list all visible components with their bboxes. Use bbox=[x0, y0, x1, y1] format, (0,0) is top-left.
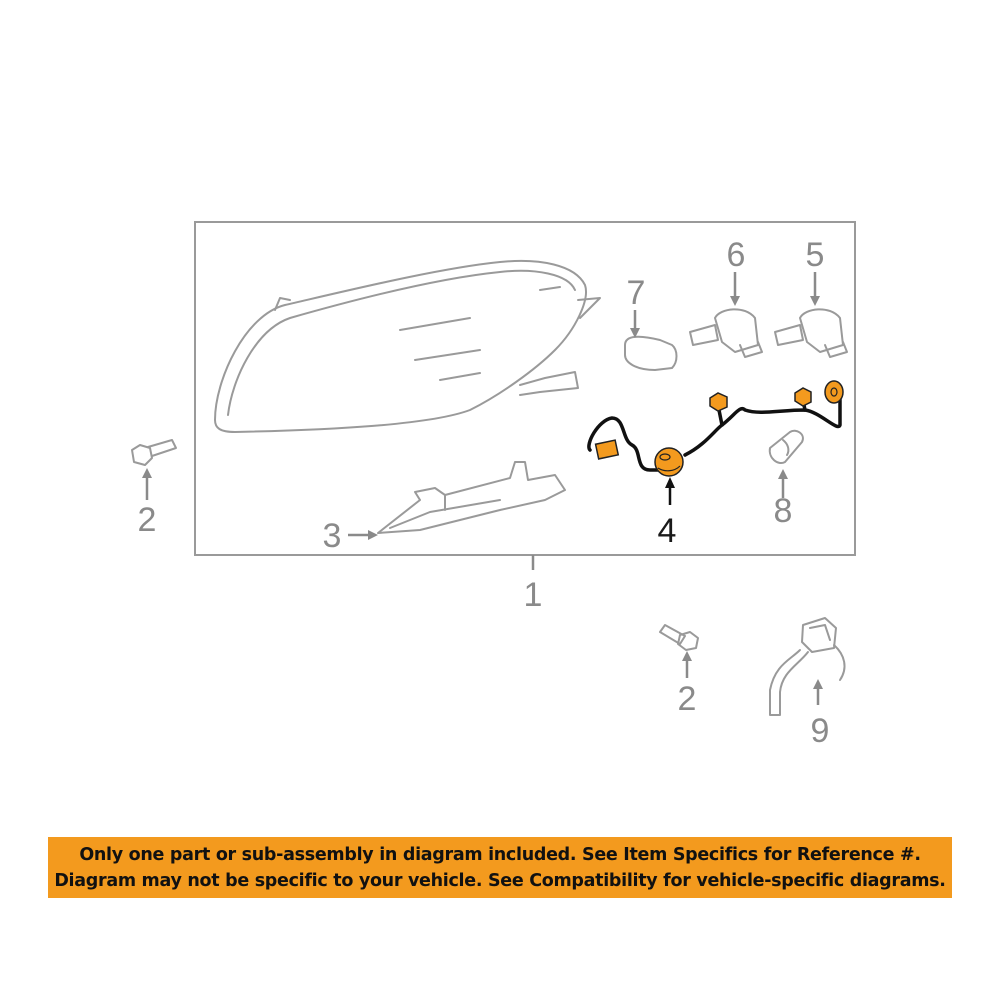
callout-1: 1 bbox=[524, 576, 543, 614]
wiring-harness-part bbox=[587, 380, 844, 477]
callout-2: 2 bbox=[138, 501, 157, 539]
bulb-8-part bbox=[768, 429, 804, 464]
callout-5: 5 bbox=[806, 236, 825, 274]
disclaimer-line-2: Diagram may not be specific to your vehi… bbox=[54, 870, 946, 891]
screw-part bbox=[131, 439, 177, 466]
pigtail-part bbox=[769, 617, 846, 716]
callout-8: 8 bbox=[774, 492, 793, 530]
callout-4: 4 bbox=[658, 512, 677, 550]
callout-6: 6 bbox=[727, 236, 746, 274]
screw-part-lower bbox=[659, 624, 699, 651]
parts-diagram: 1 2 2 3 4 5 6 7 8 9 bbox=[131, 221, 856, 750]
bracket-part bbox=[377, 461, 566, 534]
headlamp-assembly-part bbox=[214, 259, 601, 433]
disclaimer-banner: Only one part or sub-assembly in diagram… bbox=[48, 837, 952, 898]
bulb-5-part bbox=[774, 308, 848, 358]
disclaimer-line-1: Only one part or sub-assembly in diagram… bbox=[79, 844, 921, 865]
assembly-box bbox=[194, 221, 856, 556]
bulb-7-part bbox=[624, 335, 678, 371]
bulb-6-part bbox=[689, 308, 763, 358]
callout-2-lower: 2 bbox=[678, 680, 697, 718]
callout-3: 3 bbox=[323, 517, 342, 555]
callout-9: 9 bbox=[811, 712, 830, 750]
callout-7: 7 bbox=[627, 274, 646, 312]
